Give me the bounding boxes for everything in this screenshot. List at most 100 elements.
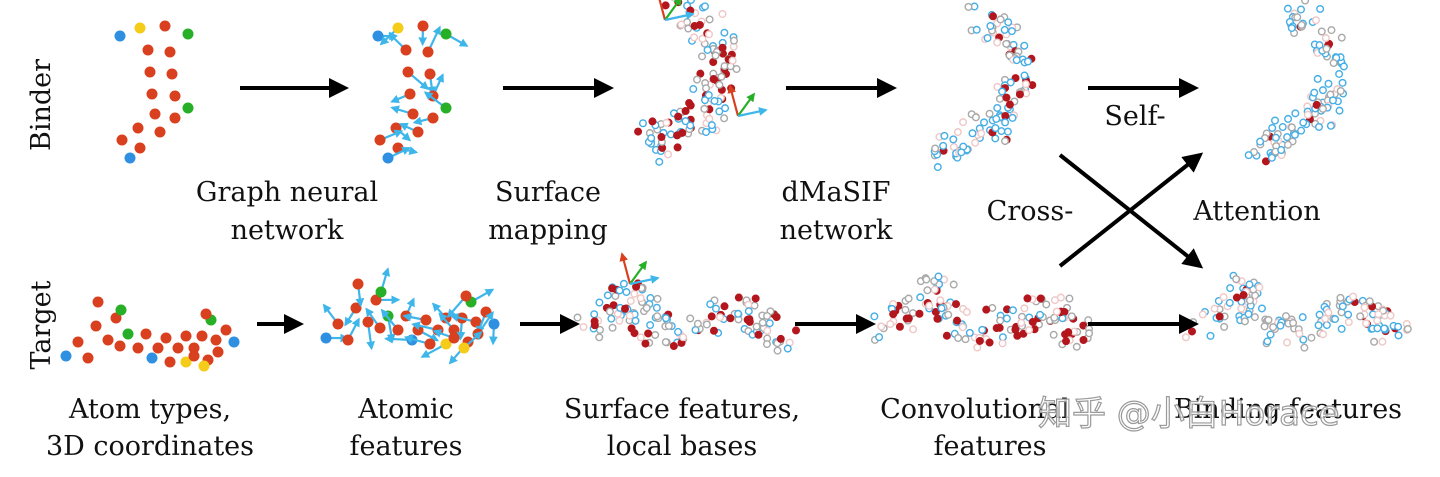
surface-point-pink [1238,305,1245,312]
surface-point [1086,330,1093,337]
surface-point-blue [1005,19,1012,26]
surface-point-red [635,128,642,135]
surface-point-blue [1273,134,1280,141]
atom-red [93,297,104,308]
surface-point-blue [1010,307,1017,314]
surface-point-red [610,302,617,309]
surface-point [932,145,939,152]
surface-point-blue [987,23,994,30]
surface-point-red [1012,326,1019,333]
surface-point-blue [993,116,1000,123]
surface-point-blue [1207,333,1214,340]
surface-point-red [1240,292,1247,299]
surface-point-red [1003,94,1010,101]
surface-point-red [746,319,753,326]
surface-point-pink [1023,90,1030,97]
surface-point [1002,138,1009,145]
surface-point [1366,298,1373,305]
atom-red [161,333,172,344]
surface-point [945,311,952,318]
surface-point-red [977,338,984,345]
atom-red [413,127,424,138]
surface-point-blue [1272,117,1279,124]
atom-red [428,113,439,124]
surface-point-pink [1018,319,1025,326]
surface-point-blue [1316,124,1323,131]
surface-point-blue [690,86,697,93]
atom-red [403,67,414,78]
surface-point-blue [1227,285,1234,292]
surface-point-pink [1346,319,1353,326]
surface-point-pink [1199,311,1206,318]
surface-point-red [674,144,681,151]
surface-point-blue [1298,6,1305,13]
atom-red [333,319,344,330]
surface-point [950,281,957,288]
atom-red [153,343,164,354]
surface-point-blue [1314,76,1321,83]
surface-point-red [675,113,682,120]
surface-point-pink [972,139,979,146]
atom-blue [147,353,158,364]
surface-point-blue [675,329,682,336]
surface-point [923,276,930,283]
surface-point-blue [721,29,728,36]
surface-point [1371,338,1378,345]
atom-red [173,343,184,354]
surface-point-red [674,132,681,139]
surface-point-pink [1305,111,1312,118]
surface-point-blue [1021,72,1028,79]
atom-red [375,323,386,334]
atom-green [441,29,452,40]
surface-point [997,317,1004,324]
surface-point-blue [1330,97,1337,104]
watermark: 知乎 @小白Horace [1038,394,1340,434]
surface-point-pink [878,323,885,330]
atom-blue [115,31,126,42]
surface-point-red [649,118,656,125]
surface-point [706,16,713,23]
surface-point-blue [707,301,714,308]
surface-point-blue [1259,305,1266,312]
surface-point-blue [1332,316,1339,323]
surface-point-pink [663,120,670,127]
surface-point [596,334,603,341]
atom-red [213,347,224,358]
surface-point-pink [1320,331,1327,338]
atom-blue [61,351,72,362]
surface-point [721,115,728,122]
surface-point-blue [621,281,628,288]
surface-point [759,319,766,326]
surface-point-blue [647,322,654,329]
surface-point [712,52,719,59]
surface-point [1073,344,1080,351]
surface-point [986,110,993,117]
label-dmasif-2: network [780,215,893,246]
surface-point-red [752,295,759,302]
surface-point [716,82,723,89]
surface-point-red [609,285,616,292]
atom-red [405,89,416,100]
surface-point-red [727,315,734,322]
surface-point-red [934,315,941,322]
surface-point-pink [955,129,962,136]
surface-point-red [1065,329,1072,336]
surface-point [1261,323,1268,330]
surface-point-blue [1298,127,1305,134]
surface-point-blue [709,122,716,129]
surface-point [703,85,710,92]
surface-point-red [710,59,717,66]
label-surface-features-2: local bases [607,431,757,462]
surface-point-blue [1374,325,1381,332]
surface-point-red [662,2,669,9]
surface-point-blue [1226,300,1233,307]
surface-point-pink [745,301,752,308]
surface-point-pink [994,39,1001,46]
surface-point-red [736,294,743,301]
surface-point-blue [1037,312,1044,319]
surface-point-red [773,314,780,321]
surface-point [687,315,694,322]
surface-point-blue [1336,71,1343,78]
surface-point-pink [910,326,917,333]
surface-point [1252,314,1259,321]
